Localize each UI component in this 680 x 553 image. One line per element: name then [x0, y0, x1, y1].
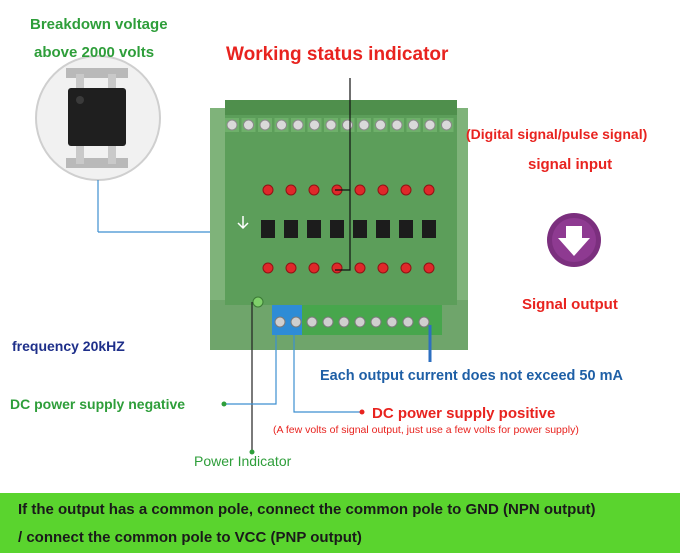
- screw: [424, 119, 436, 131]
- screw: [306, 316, 318, 328]
- optocoupler-chip: [399, 220, 413, 238]
- led: [377, 262, 389, 274]
- screw: [370, 316, 382, 328]
- footer-line-2: / connect the common pole to VCC (PNP ou…: [18, 529, 362, 546]
- dc-negative-label: DC power supply negative: [10, 396, 186, 412]
- screw: [259, 119, 271, 131]
- optocoupler-chip: [261, 220, 275, 238]
- optocoupler-chip: [330, 220, 344, 238]
- screw: [292, 119, 304, 131]
- screw: [418, 316, 430, 328]
- screw: [375, 119, 386, 131]
- led: [354, 184, 366, 196]
- led: [354, 262, 366, 274]
- leader-lines: [335, 78, 351, 271]
- optocoupler-chip: [376, 220, 390, 238]
- screw: [391, 119, 403, 131]
- down-arrow-icon: [547, 213, 601, 267]
- working-status-label: Working status indicator: [226, 44, 449, 65]
- led: [400, 262, 412, 274]
- screw: [274, 316, 286, 328]
- led: [262, 184, 274, 196]
- led: [308, 184, 320, 196]
- screw: [290, 316, 302, 328]
- frequency-label: frequency 20kHZ: [12, 338, 125, 354]
- screw: [276, 119, 287, 131]
- breakdown-voltage-value: above 2000 volts: [34, 44, 155, 61]
- magnifier-circle: [35, 55, 161, 181]
- screw: [342, 119, 353, 131]
- screw: [309, 119, 320, 131]
- optocoupler-chip: [353, 220, 367, 238]
- signal-output-label: Signal output: [522, 296, 618, 313]
- signal-input-label: signal input: [528, 156, 613, 173]
- screw: [358, 119, 370, 131]
- led: [285, 184, 297, 196]
- screw: [325, 119, 337, 131]
- power-indicator-label: Power Indicator: [194, 453, 292, 469]
- screw: [354, 316, 366, 328]
- optocoupler-chip: [422, 220, 436, 238]
- screw: [338, 316, 350, 328]
- screw: [441, 119, 452, 131]
- screw: [408, 119, 419, 131]
- led: [285, 262, 297, 274]
- pcb-board: [210, 100, 468, 350]
- led: [423, 262, 435, 274]
- led: [331, 262, 343, 274]
- screw: [243, 119, 254, 131]
- screw: [402, 316, 414, 328]
- footer-line-1: If the output has a common pole, connect…: [18, 501, 596, 518]
- led: [423, 184, 435, 196]
- led: [400, 184, 412, 196]
- dc-positive-note: (A few volts of signal output, just use …: [273, 424, 579, 436]
- output-current-label: Each output current does not exceed 50 m…: [320, 368, 623, 384]
- screw: [226, 119, 238, 131]
- led: [308, 262, 320, 274]
- footer-banner: If the output has a common pole, connect…: [0, 493, 680, 553]
- optocoupler-chip: [307, 220, 321, 238]
- screw: [322, 316, 334, 328]
- digital-signal-label: (Digital signal/pulse signal): [466, 126, 648, 142]
- optocoupler-chip: [284, 220, 298, 238]
- breakdown-voltage-label: Breakdown voltage: [30, 16, 168, 33]
- screw: [386, 316, 398, 328]
- dc-positive-label: DC power supply positive: [372, 405, 556, 422]
- led: [377, 184, 389, 196]
- led: [262, 262, 274, 274]
